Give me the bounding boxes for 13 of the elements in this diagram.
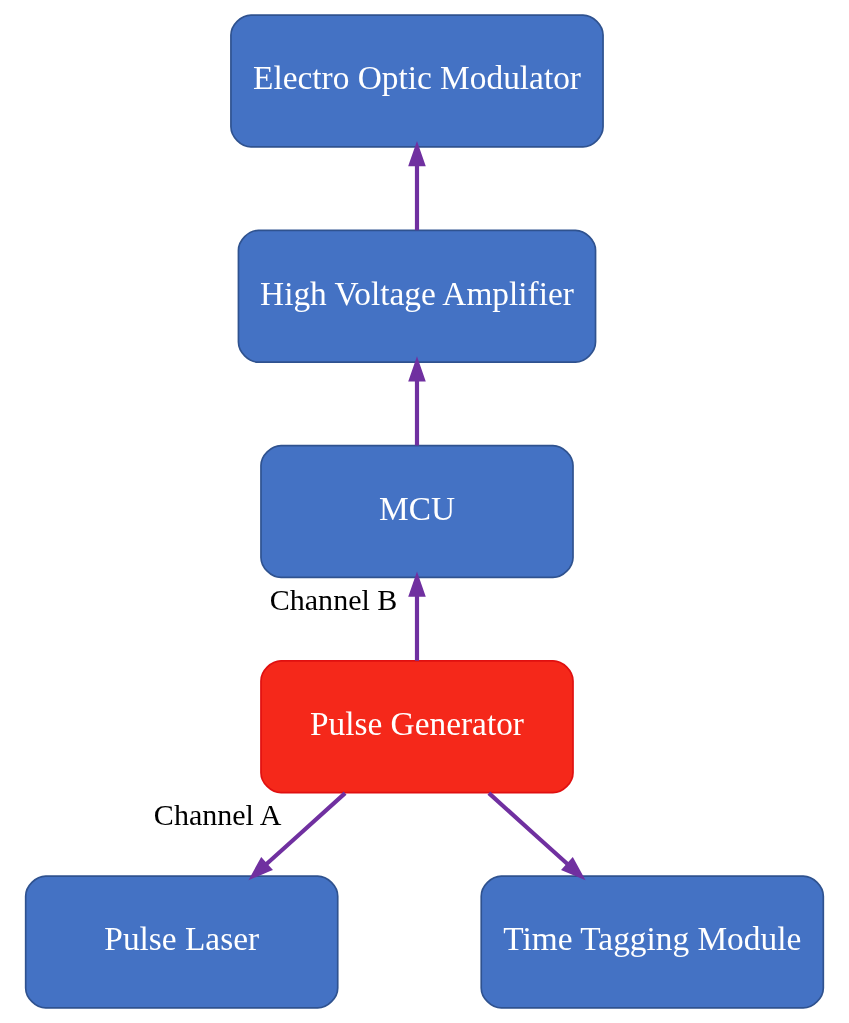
node-box: Electro Optic Modulator xyxy=(230,14,604,148)
node-box: Pulse Generator xyxy=(260,660,574,794)
arrow xyxy=(408,141,426,231)
arrow xyxy=(248,791,347,881)
arrow xyxy=(487,791,586,881)
node-box: Time Tagging Module xyxy=(480,875,825,1009)
arrow xyxy=(408,356,426,446)
edge-label: Channel A xyxy=(153,798,280,831)
node-box: High Voltage Amplifier xyxy=(237,229,597,363)
node-box: Pulse Laser xyxy=(24,875,339,1009)
edge-label: Channel B xyxy=(269,582,398,616)
node-box: MCU xyxy=(260,444,574,579)
arrow xyxy=(408,571,426,661)
